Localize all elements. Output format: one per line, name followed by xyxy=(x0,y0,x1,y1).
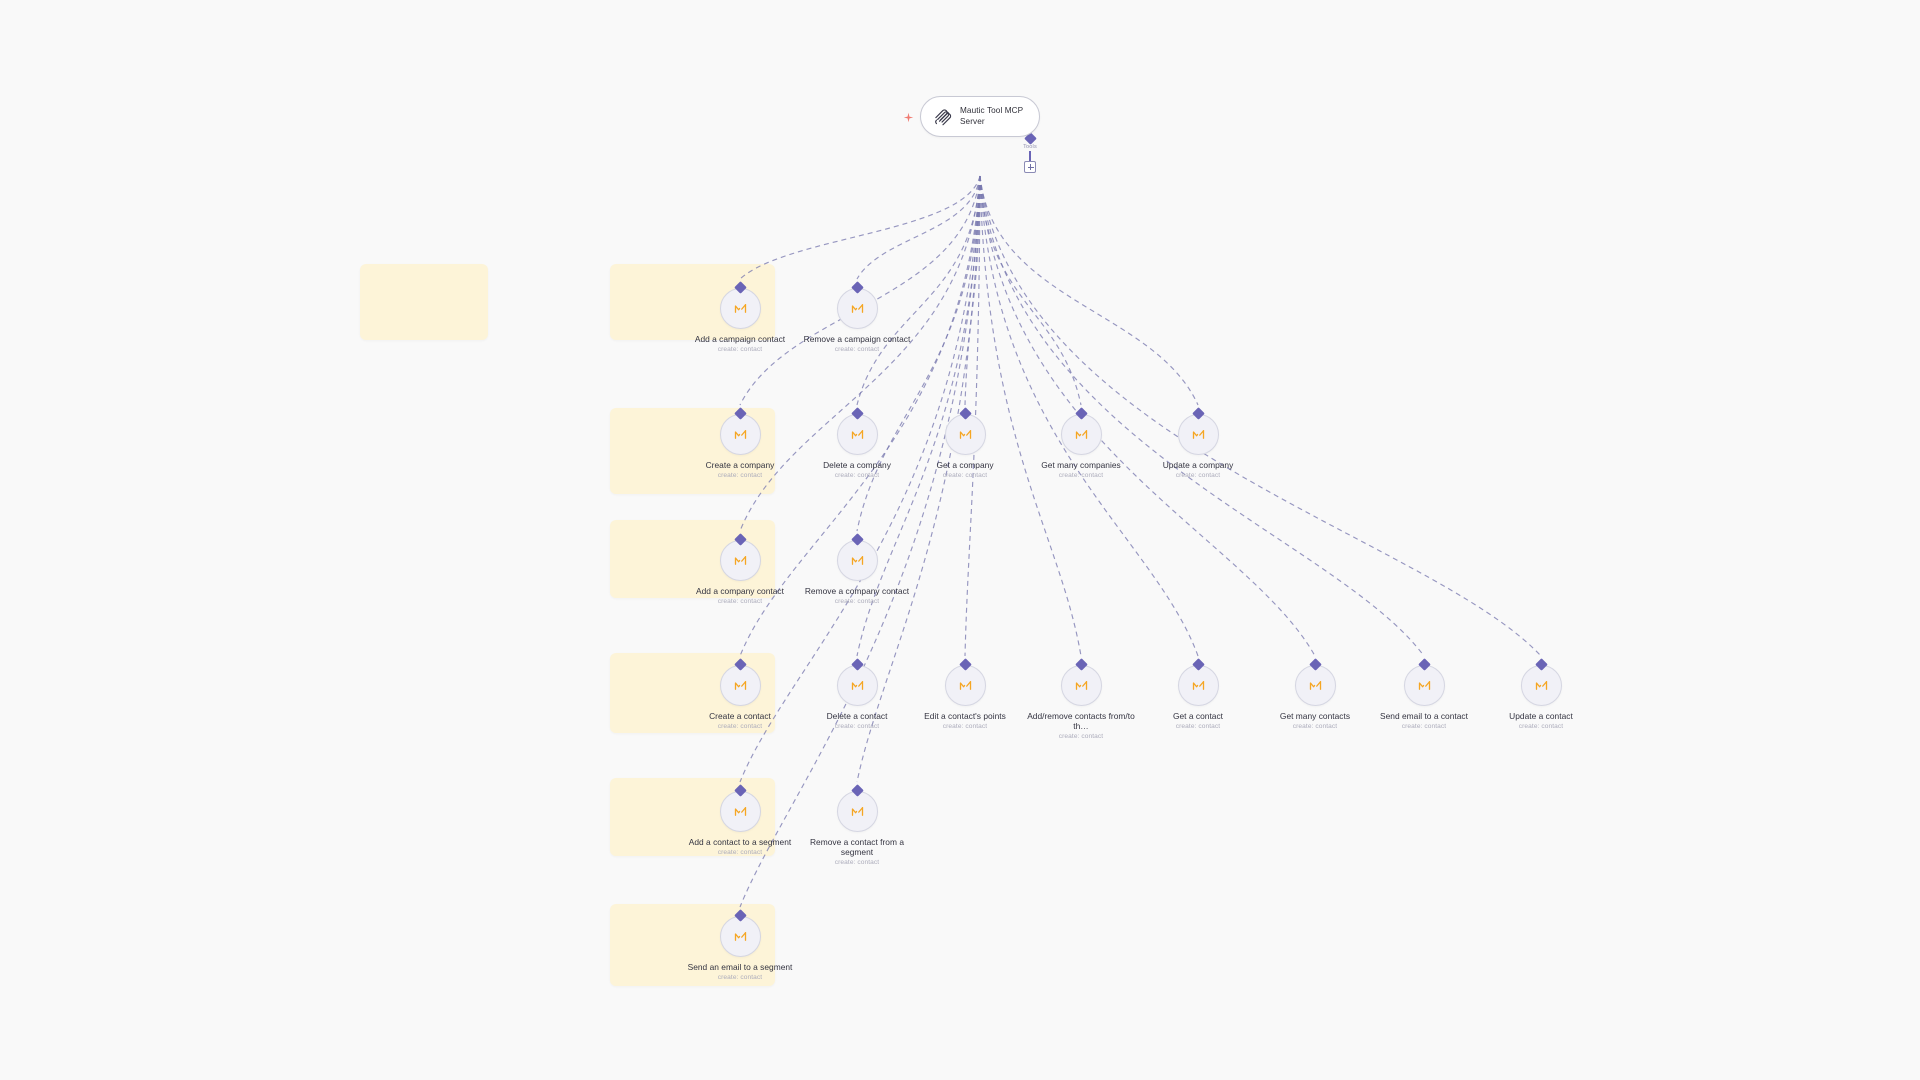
node-label: Edit a contact's points xyxy=(924,710,1006,721)
mcp-server-icon xyxy=(933,107,952,126)
node-label: Send email to a contact xyxy=(1380,710,1468,721)
edge-to-update-a-company xyxy=(979,175,1199,406)
mautic-icon[interactable] xyxy=(1294,664,1336,706)
tools-connector-label: Tools xyxy=(1023,144,1037,150)
node-sublabel: create: contact xyxy=(717,722,763,730)
node-sublabel: create: contact xyxy=(1175,722,1221,730)
node-sublabel: create: contact xyxy=(834,859,880,866)
node-sublabel: create: contact xyxy=(1292,722,1338,730)
node-sublabel: create: contact xyxy=(1058,733,1104,740)
node-label: Create a contact xyxy=(709,710,771,721)
node-label: Get a contact xyxy=(1172,710,1224,721)
edge-to-get-many-companies xyxy=(979,175,1082,406)
node-sublabel: create: contact xyxy=(942,471,988,479)
node-label: Remove a company contact xyxy=(804,585,910,596)
node-label: Remove a contact from a segment xyxy=(809,836,905,857)
node-sublabel: create: contact xyxy=(834,345,880,353)
node-sublabel: create: contact xyxy=(717,345,763,353)
tools-connector-stem xyxy=(1029,151,1031,161)
node-sublabel: create: contact xyxy=(1175,471,1221,479)
tool-node-add-remove-contacts[interactable]: Add/remove contacts from/to th… create: c… xyxy=(1021,658,1141,741)
node-label: Add a contact to a segment xyxy=(688,836,792,847)
add-tool-button[interactable] xyxy=(1024,161,1036,173)
mcp-server-node[interactable]: Mautic Tool MCP Server xyxy=(920,96,1040,137)
node-sublabel: create: contact xyxy=(942,722,988,730)
node-sublabel: create: contact xyxy=(834,597,880,605)
node-label: Add/remove contacts from/to th… xyxy=(1027,710,1135,731)
node-label: Update a contact xyxy=(1509,710,1573,721)
edge-to-get-a-company xyxy=(964,175,981,406)
node-sublabel: create: contact xyxy=(1401,722,1447,730)
node-label: Delete a company xyxy=(823,459,891,470)
sticky-note-1[interactable] xyxy=(360,264,488,340)
node-sublabel: create: contact xyxy=(1058,471,1104,479)
edge-to-add-a-campaign-contact xyxy=(739,175,981,280)
node-label: Send an email to a segment xyxy=(687,961,793,972)
node-label: Delete a contact xyxy=(826,710,888,721)
mautic-icon[interactable] xyxy=(1403,664,1445,706)
node-sublabel: create: contact xyxy=(717,848,763,856)
trigger-sparkle-icon xyxy=(903,110,914,123)
node-label: Create a company xyxy=(705,459,775,470)
tools-connector: Tools xyxy=(1007,132,1053,184)
node-label: Add a company contact xyxy=(696,585,784,596)
node-sublabel: create: contact xyxy=(834,471,880,479)
node-label: Update a company xyxy=(1162,459,1234,470)
node-label: Remove a campaign contact xyxy=(803,333,911,344)
node-label: Get many contacts xyxy=(1279,710,1351,721)
node-sublabel: create: contact xyxy=(717,597,763,605)
node-sublabel: create: contact xyxy=(717,471,763,479)
mcp-server-title: Mautic Tool MCP Server xyxy=(960,106,1024,126)
node-label: Add a campaign contact xyxy=(694,333,786,344)
node-sublabel: create: contact xyxy=(1518,722,1564,730)
node-sublabel: create: contact xyxy=(717,973,763,981)
node-label: Get many companies xyxy=(1041,459,1121,470)
edge-to-remove-a-campaign-contact xyxy=(856,175,981,280)
node-sublabel: create: contact xyxy=(834,722,880,730)
node-label: Get a company xyxy=(936,459,994,470)
tool-node-remove-a-contact-from-segment[interactable]: Remove a contact from a segment create: c… xyxy=(797,784,917,867)
